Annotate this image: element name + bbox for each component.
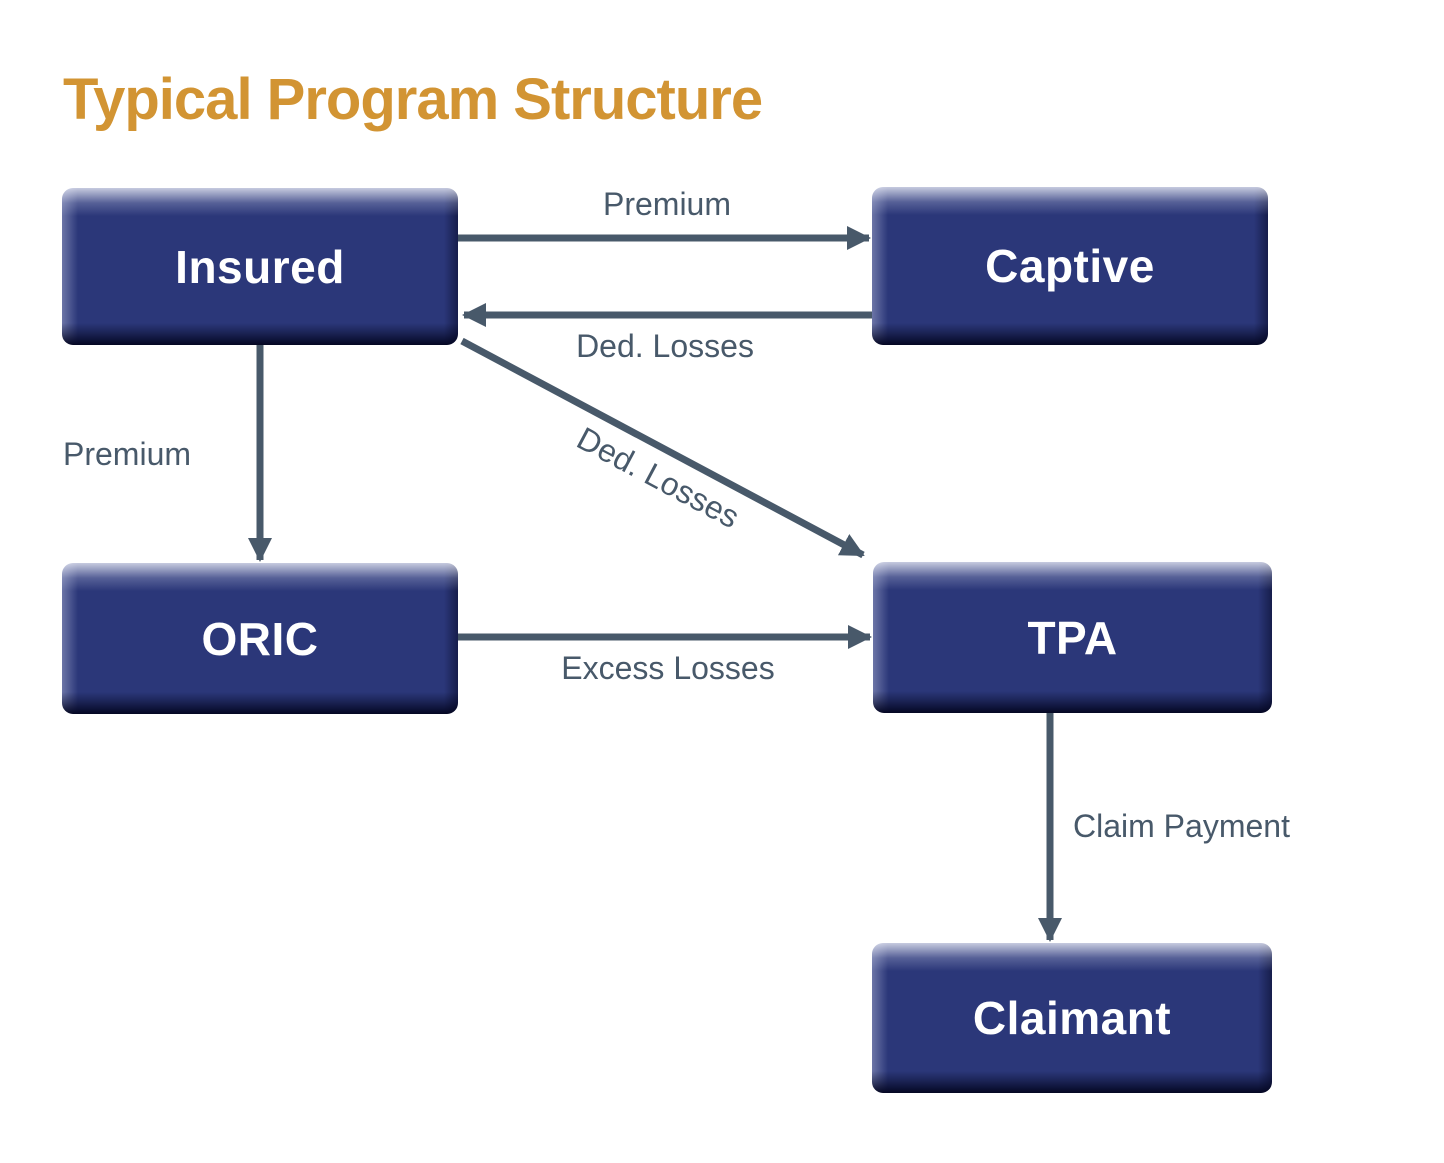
edge-label-premium-top: Premium xyxy=(602,186,732,222)
node-oric: ORIC xyxy=(62,563,458,714)
edge-label-ded-losses-top: Ded. Losses xyxy=(576,328,754,364)
node-captive: Captive xyxy=(872,187,1268,345)
node-insured: Insured xyxy=(62,188,458,345)
edge-label-claim-payment: Claim Payment xyxy=(1073,808,1290,844)
node-claimant-label: Claimant xyxy=(972,992,1172,1044)
node-oric-label: ORIC xyxy=(201,612,319,665)
edge-label-excess-losses: Excess Losses xyxy=(561,650,775,686)
node-tpa-label: TPA xyxy=(1027,611,1118,664)
page-title: Typical Program Structure xyxy=(63,67,763,132)
node-captive-label: Captive xyxy=(985,240,1155,292)
arrow-ded-losses-insured-to-tpa xyxy=(460,337,865,559)
node-claimant: Claimant xyxy=(872,943,1272,1093)
edge-label-premium-left: Premium xyxy=(63,436,192,472)
node-tpa: TPA xyxy=(873,562,1272,713)
node-insured-label: Insured xyxy=(175,240,345,293)
